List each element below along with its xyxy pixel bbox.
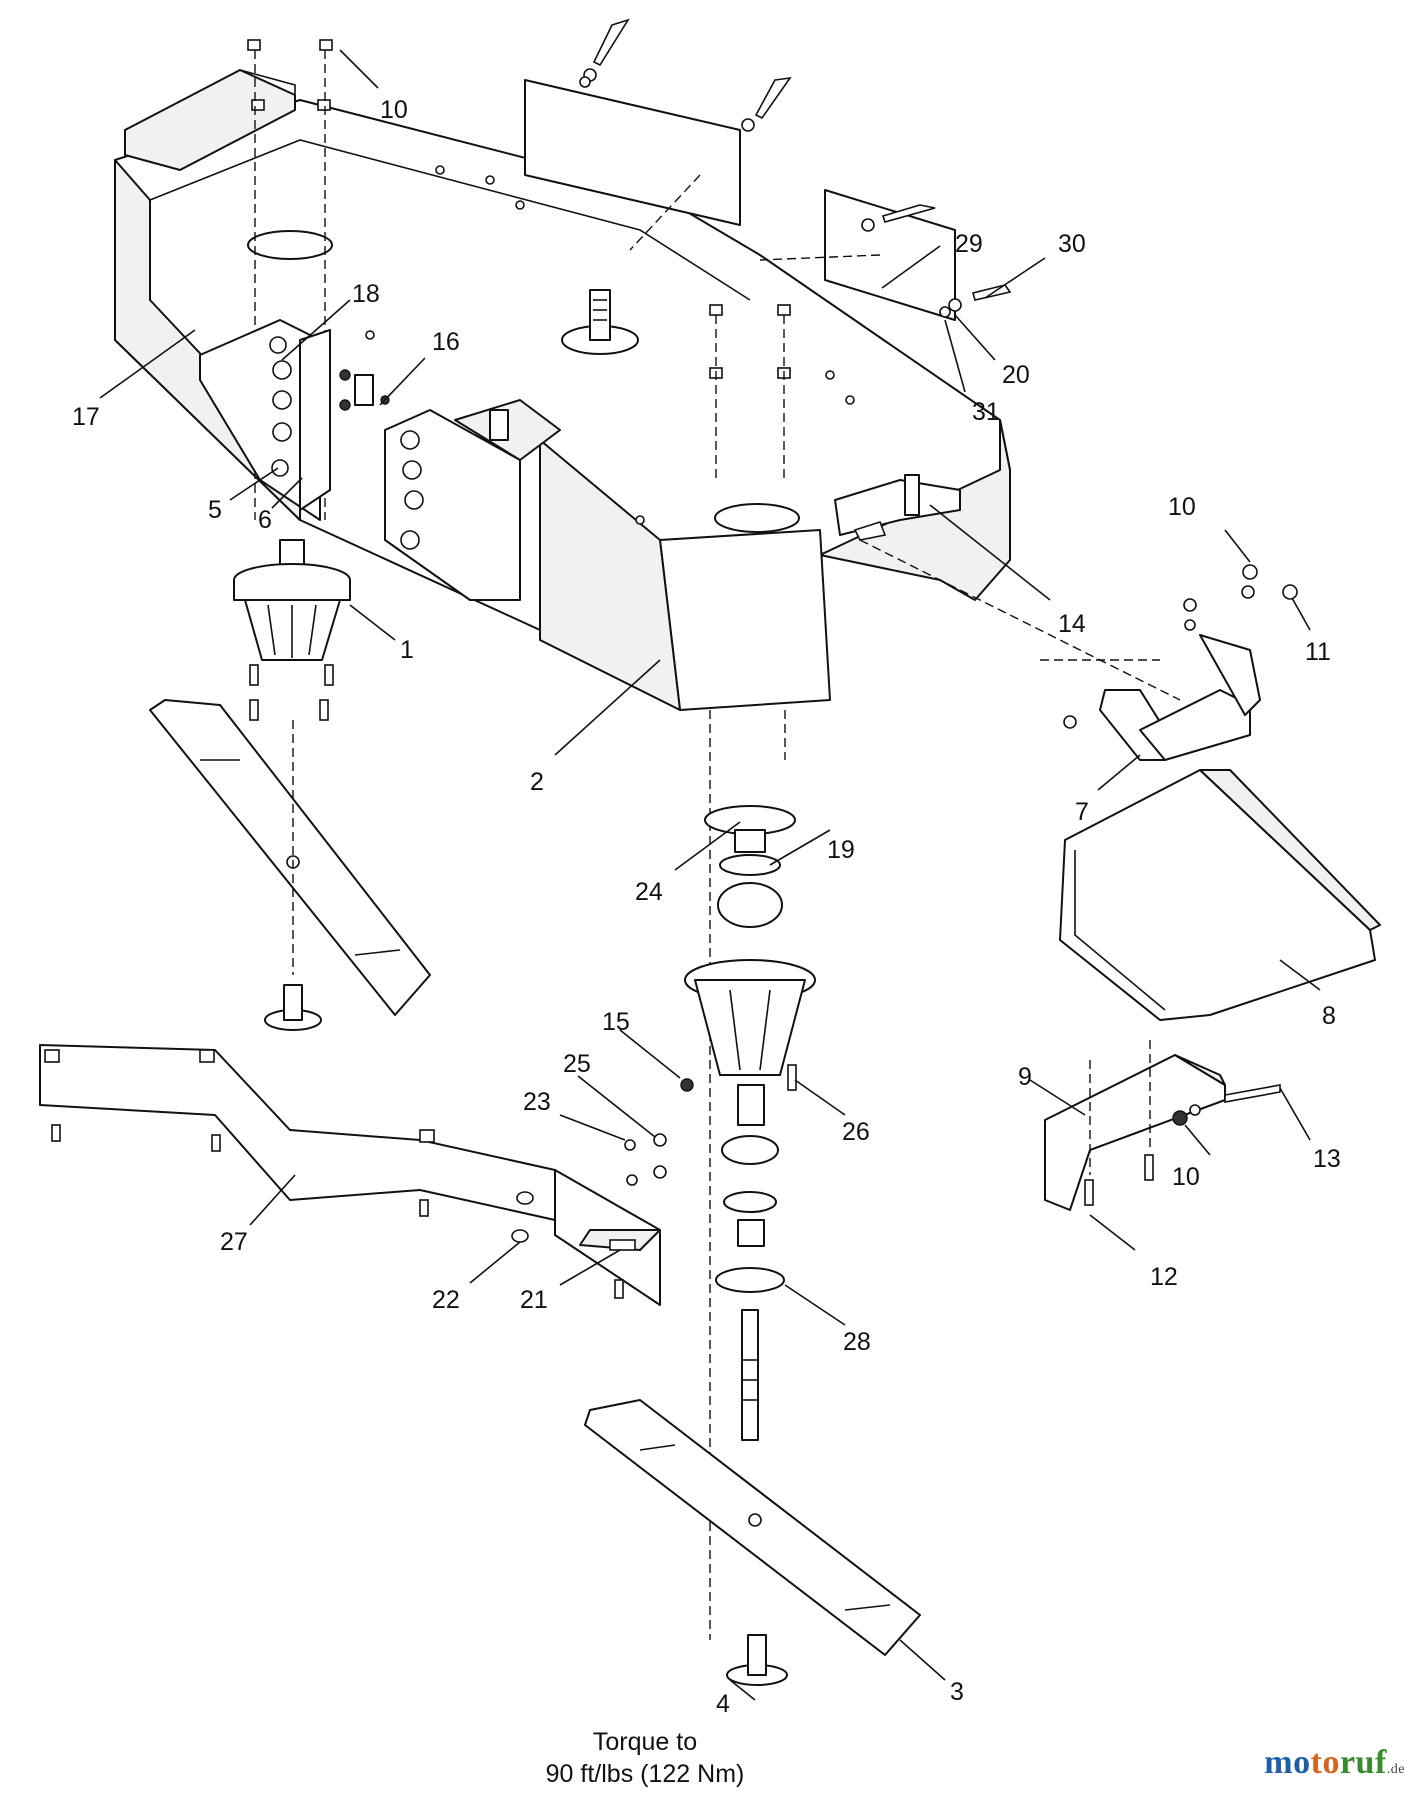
callout-3: 3 <box>950 1678 964 1706</box>
callout-11: 11 <box>1305 638 1331 666</box>
callout-8: 8 <box>1322 1002 1336 1030</box>
discharge-chute-8 <box>1059 769 1381 1021</box>
blade-adapter-left <box>264 984 322 1031</box>
leader-lines <box>99 49 1321 1701</box>
callout-16: 16 <box>432 328 460 356</box>
callout-12: 12 <box>1150 1263 1178 1291</box>
callout-18: 18 <box>352 280 380 308</box>
callout-7: 7 <box>1075 798 1089 826</box>
callout-5: 5 <box>208 496 222 524</box>
idler-bracket-right <box>354 374 561 601</box>
callout-24: 24 <box>635 878 663 906</box>
spindle-assembly-left-1 <box>233 539 351 721</box>
callout-6: 6 <box>258 506 272 534</box>
callout-26: 26 <box>842 1118 870 1146</box>
chute-hardware-10-11 <box>1183 564 1298 631</box>
chute-bracket-7 <box>1040 634 1261 761</box>
callout-23: 23 <box>523 1088 551 1116</box>
callout-19: 19 <box>827 836 855 864</box>
torque-note: Torque to 90 ft/lbs (122 Nm) <box>546 1728 745 1788</box>
blade-adapter-center-4 <box>726 1634 788 1686</box>
callout-labels: 10 29 30 18 16 20 31 17 5 6 10 14 11 1 2… <box>72 96 1341 1718</box>
idler-bracket-6 <box>199 319 351 521</box>
callout-29: 29 <box>955 230 983 258</box>
chute-deflector-9 <box>1044 1040 1281 1211</box>
callout-28: 28 <box>843 1328 871 1356</box>
callout-31: 31 <box>972 398 1000 426</box>
callout-1: 1 <box>400 636 414 664</box>
callout-14: 14 <box>1058 610 1086 638</box>
callout-15: 15 <box>602 1008 630 1036</box>
deck-spindle-top <box>561 289 639 355</box>
callout-10c: 10 <box>1172 1163 1200 1191</box>
callout-21: 21 <box>520 1286 548 1314</box>
callout-22: 22 <box>432 1286 460 1314</box>
blade-left <box>149 699 431 1016</box>
baffle-bracket-21 <box>511 1133 667 1306</box>
idler-pivot-14 <box>834 474 1181 701</box>
torque-note-line2: 90 ft/lbs (122 Nm) <box>546 1760 745 1788</box>
top-nuts-10 <box>247 39 791 520</box>
motoruf-watermark-logo: motoruf.de <box>1264 1744 1405 1781</box>
callout-10a: 10 <box>380 96 408 124</box>
bolts-30 <box>579 18 1012 318</box>
blade-center-3 <box>584 1399 921 1656</box>
callout-25: 25 <box>563 1050 591 1078</box>
callout-27: 27 <box>220 1228 248 1256</box>
callout-4: 4 <box>716 1690 730 1718</box>
torque-note-line1: Torque to <box>593 1728 697 1756</box>
callout-9: 9 <box>1018 1063 1032 1091</box>
callout-2: 2 <box>530 768 544 796</box>
callout-10b: 10 <box>1168 493 1196 521</box>
callout-13: 13 <box>1313 1145 1341 1173</box>
callout-20: 20 <box>1002 361 1030 389</box>
callout-30: 30 <box>1058 230 1086 258</box>
callout-17: 17 <box>72 403 100 431</box>
center-spindle-stack <box>680 710 816 1640</box>
baffle-plates-29 <box>524 79 956 321</box>
side-baffle-27 <box>39 1044 556 1221</box>
